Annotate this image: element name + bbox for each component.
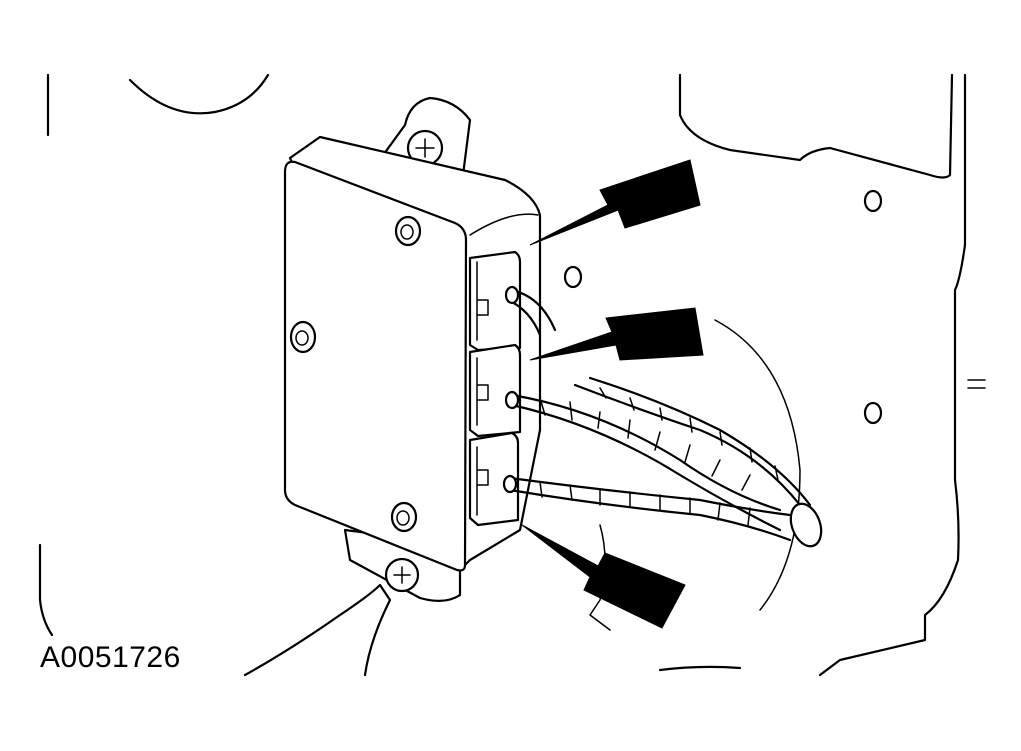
panel-hole xyxy=(563,189,883,425)
mounting-hole xyxy=(394,215,422,247)
mounting-hole xyxy=(390,501,418,533)
connector-bottom xyxy=(468,431,520,527)
module-front-cover xyxy=(283,160,468,572)
figure-id-label: A0051726 xyxy=(40,641,181,674)
mounting-hole xyxy=(289,320,317,354)
callout-arrow xyxy=(529,307,704,361)
panel-outline xyxy=(38,73,986,677)
callout-arrow xyxy=(529,159,701,246)
connector-middle xyxy=(468,343,522,438)
callout-arrow xyxy=(521,524,686,629)
